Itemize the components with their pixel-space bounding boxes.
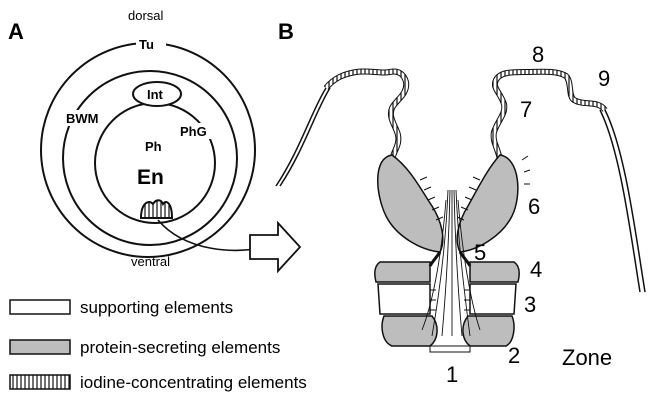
outer-wall-left [276,88,326,186]
secreting-lobe-right-upper [457,155,518,252]
legend-label-secreting: protein-secreting elements [80,338,280,357]
zone-number-4: 4 [530,257,542,282]
endostyle-label: En [137,166,164,189]
panel-b: B [276,19,645,387]
body-wall-muscle-label: BWM [66,111,99,126]
iodine-swatch [10,375,70,389]
endostyle-icon [141,200,172,218]
supporting-block-right [470,284,516,314]
outer-wall-right [600,110,640,292]
zone-number-3: 3 [524,292,536,317]
secreting-lobe-left-lower [382,316,437,346]
dorsal-label: dorsal [128,8,164,23]
zone-label: Zone [562,345,612,370]
secreting-lobe-right-lower [463,316,514,346]
supporting-swatch [10,300,70,314]
zone-number-5: 5 [474,240,486,265]
zone-number-1: 1 [446,362,458,387]
legend-item-iodine: iodine-concentrating elements [10,373,307,392]
supporting-block-left [378,284,430,314]
secreting-block-right-mid [470,262,519,282]
legend-item-secreting: protein-secreting elements [10,338,280,357]
zone-number-6: 6 [528,194,540,219]
zone-number-2: 2 [508,343,520,368]
panel-b-label: B [278,19,294,44]
pharynx-label: Ph [145,139,162,154]
legend-item-supporting: supporting elements [10,298,233,317]
legend: supporting elements protein-secreting el… [10,298,307,392]
zone-number-8: 8 [532,42,544,67]
legend-label-iodine: iodine-concentrating elements [80,373,307,392]
base-connector [430,346,470,352]
secreting-block-left-mid [375,262,430,282]
panel-a: A dorsal Tu BWM PhG Ph Int En ventral [8,8,300,271]
secreting-swatch [10,340,70,354]
zone-number-7: 7 [520,97,532,122]
hollow-arrow-icon [250,223,300,271]
ventral-label: ventral [131,254,170,269]
panel-a-label: A [8,19,24,44]
iodine-arch-right [494,72,605,160]
zone-number-9: 9 [598,66,610,91]
intestine-label: Int [147,87,164,102]
legend-label-supporting: supporting elements [80,298,233,317]
tunic-label: Tu [139,37,154,52]
pharyngeal-gland-label: PhG [180,124,207,139]
secreting-lobe-left-upper [378,155,443,252]
